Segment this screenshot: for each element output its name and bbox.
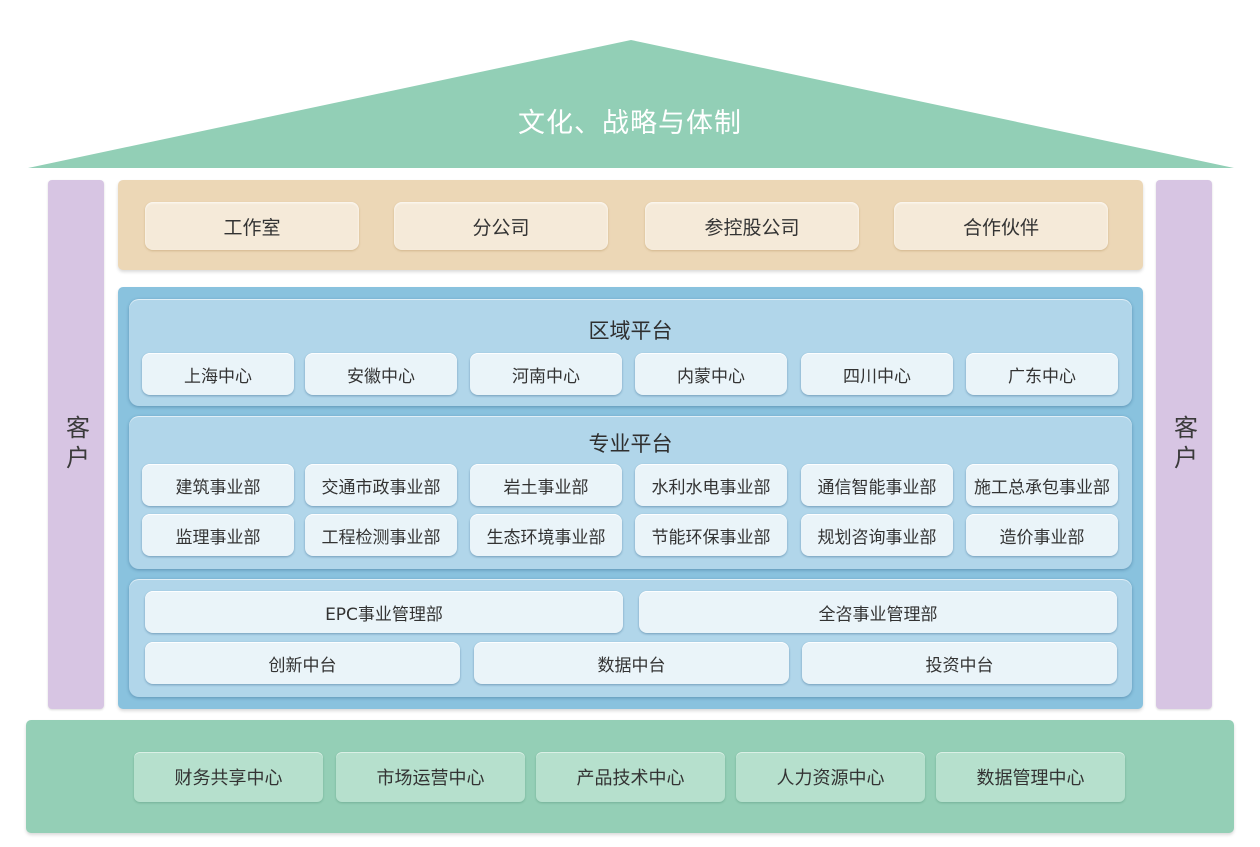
dept-planning: 规划咨询事业部 — [801, 514, 953, 556]
foundation-band: 财务共享中心 市场运营中心 产品技术中心 人力资源中心 数据管理中心 — [26, 720, 1234, 833]
core-platforms: 区域平台 上海中心 安徽中心 河南中心 内蒙中心 四川中心 广东中心 专业平台 … — [118, 287, 1143, 709]
roof-title: 文化、战略与体制 — [518, 108, 742, 139]
professional-platform-title: 专业平台 — [588, 432, 673, 456]
dept-testing: 工程检测事业部 — [305, 514, 457, 556]
regional-platform-panel: 区域平台 上海中心 安徽中心 河南中心 内蒙中心 四川中心 广东中心 — [129, 299, 1132, 406]
mgmt-consulting: 全咨事业管理部 — [639, 591, 1117, 633]
dept-supervision: 监理事业部 — [142, 514, 294, 556]
platform-innovation: 创新中台 — [145, 642, 460, 684]
dept-architecture: 建筑事业部 — [142, 464, 294, 506]
mgmt-epc: EPC事业管理部 — [145, 591, 623, 633]
management-panel: EPC事业管理部 全咨事业管理部 创新中台 数据中台 投资中台 — [129, 579, 1132, 697]
subsidiary-partner: 合作伙伴 — [894, 202, 1108, 250]
region-shanghai: 上海中心 — [142, 353, 294, 395]
dept-energy: 节能环保事业部 — [635, 514, 787, 556]
dept-cost: 造价事业部 — [966, 514, 1118, 556]
customer-pillar-right: 客户 — [1156, 180, 1212, 709]
subsidiary-branch: 分公司 — [394, 202, 608, 250]
region-neimeng: 内蒙中心 — [635, 353, 787, 395]
subsidiary-studio: 工作室 — [145, 202, 359, 250]
region-guangdong: 广东中心 — [966, 353, 1118, 395]
center-finance: 财务共享中心 — [134, 752, 323, 802]
center-hr: 人力资源中心 — [736, 752, 925, 802]
regional-platform-title: 区域平台 — [588, 319, 673, 343]
professional-platform-panel: 专业平台 建筑事业部 交通市政事业部 岩土事业部 水利水电事业部 通信智能事业部… — [129, 416, 1132, 569]
center-market: 市场运营中心 — [336, 752, 525, 802]
platform-investment: 投资中台 — [802, 642, 1117, 684]
region-anhui: 安徽中心 — [305, 353, 457, 395]
dept-water: 水利水电事业部 — [635, 464, 787, 506]
dept-telecom: 通信智能事业部 — [801, 464, 953, 506]
platform-data: 数据中台 — [474, 642, 789, 684]
region-sichuan: 四川中心 — [801, 353, 953, 395]
roof-triangle — [28, 40, 1234, 168]
center-data: 数据管理中心 — [936, 752, 1125, 802]
dept-geotechnical: 岩土事业部 — [470, 464, 622, 506]
region-henan: 河南中心 — [470, 353, 622, 395]
center-product: 产品技术中心 — [536, 752, 725, 802]
dept-transport: 交通市政事业部 — [305, 464, 457, 506]
dept-contracting: 施工总承包事业部 — [966, 464, 1118, 506]
dept-ecology: 生态环境事业部 — [470, 514, 622, 556]
subsidiaries-band: 工作室 分公司 参控股公司 合作伙伴 — [118, 180, 1143, 270]
subsidiary-holding: 参控股公司 — [645, 202, 859, 250]
customer-pillar-left: 客户 — [48, 180, 104, 709]
